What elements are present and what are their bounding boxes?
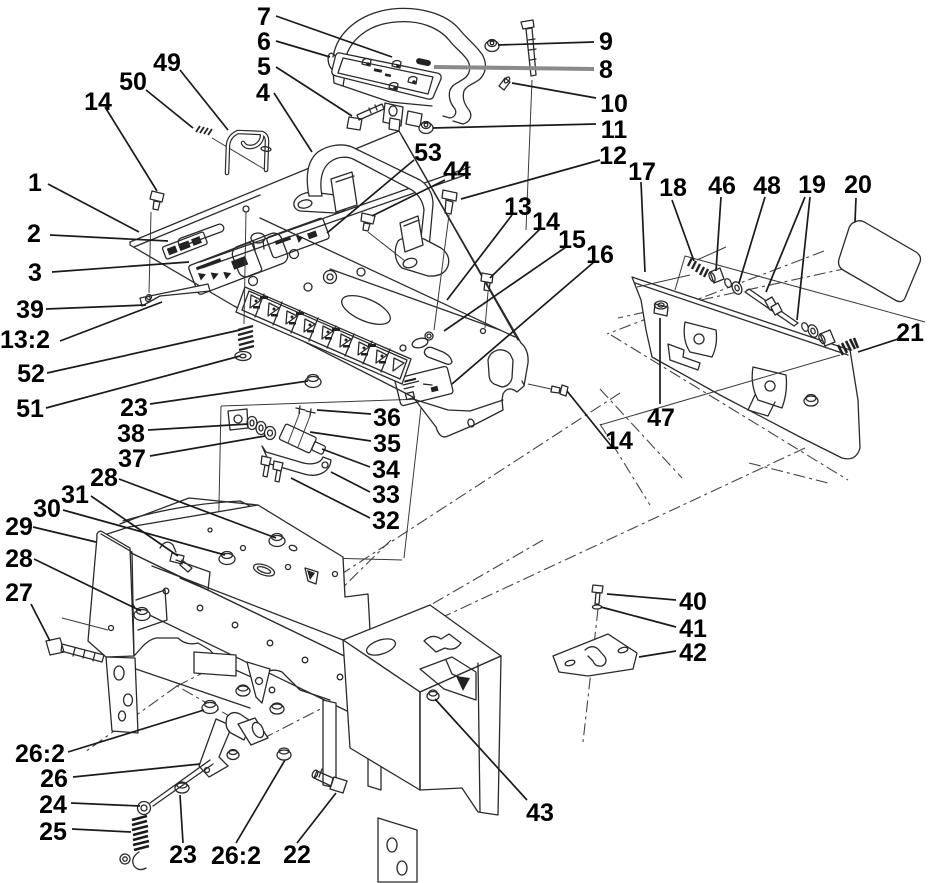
svg-text:28: 28 [90,464,118,492]
svg-text:31: 31 [61,481,89,509]
svg-text:8: 8 [599,56,613,84]
svg-text:40: 40 [679,588,707,616]
svg-text:53: 53 [414,139,442,167]
svg-text:19: 19 [798,171,826,199]
svg-text:7: 7 [257,3,271,31]
svg-text:32: 32 [372,507,400,535]
svg-text:34: 34 [372,456,400,484]
svg-text:36: 36 [373,404,401,432]
svg-text:41: 41 [679,615,707,643]
svg-text:46: 46 [708,172,736,200]
svg-text:11: 11 [601,116,628,144]
svg-text:29: 29 [5,513,33,541]
svg-text:13:2: 13:2 [0,326,50,354]
svg-text:4: 4 [256,79,270,107]
svg-text:14: 14 [605,427,633,455]
svg-text:20: 20 [844,171,872,199]
svg-text:28: 28 [5,545,33,573]
svg-text:38: 38 [117,420,145,448]
svg-text:25: 25 [39,818,67,846]
svg-text:23: 23 [120,394,148,422]
svg-text:26: 26 [40,765,68,793]
svg-text:9: 9 [599,28,613,56]
svg-text:16: 16 [586,241,614,269]
svg-text:26:2: 26:2 [15,740,65,768]
svg-text:33: 33 [372,481,400,509]
svg-text:52: 52 [17,360,45,388]
svg-text:1: 1 [28,169,42,197]
svg-text:6: 6 [257,28,271,56]
svg-text:49: 49 [153,49,181,77]
svg-text:3: 3 [28,259,42,287]
svg-text:18: 18 [659,174,687,202]
svg-text:48: 48 [753,172,781,200]
svg-text:50: 50 [119,68,147,96]
svg-text:5: 5 [257,53,271,81]
svg-text:44: 44 [443,157,471,185]
svg-text:26:2: 26:2 [211,842,261,870]
svg-text:22: 22 [283,841,311,869]
svg-text:14: 14 [84,88,112,116]
svg-text:14: 14 [532,208,560,236]
svg-text:12: 12 [599,142,627,170]
svg-text:24: 24 [39,791,67,819]
svg-text:21: 21 [896,319,924,347]
svg-text:42: 42 [679,639,707,667]
svg-text:17: 17 [628,158,656,186]
svg-text:27: 27 [5,579,33,607]
svg-text:43: 43 [526,799,554,827]
svg-text:39: 39 [16,296,44,324]
svg-text:47: 47 [647,404,675,432]
svg-text:30: 30 [33,495,61,523]
svg-text:35: 35 [373,430,401,458]
svg-text:10: 10 [600,90,628,118]
svg-text:51: 51 [16,395,44,423]
svg-text:37: 37 [118,445,146,473]
svg-text:23: 23 [169,841,197,869]
svg-text:13: 13 [504,193,532,221]
svg-text:2: 2 [27,220,41,248]
svg-text:15: 15 [558,226,586,254]
